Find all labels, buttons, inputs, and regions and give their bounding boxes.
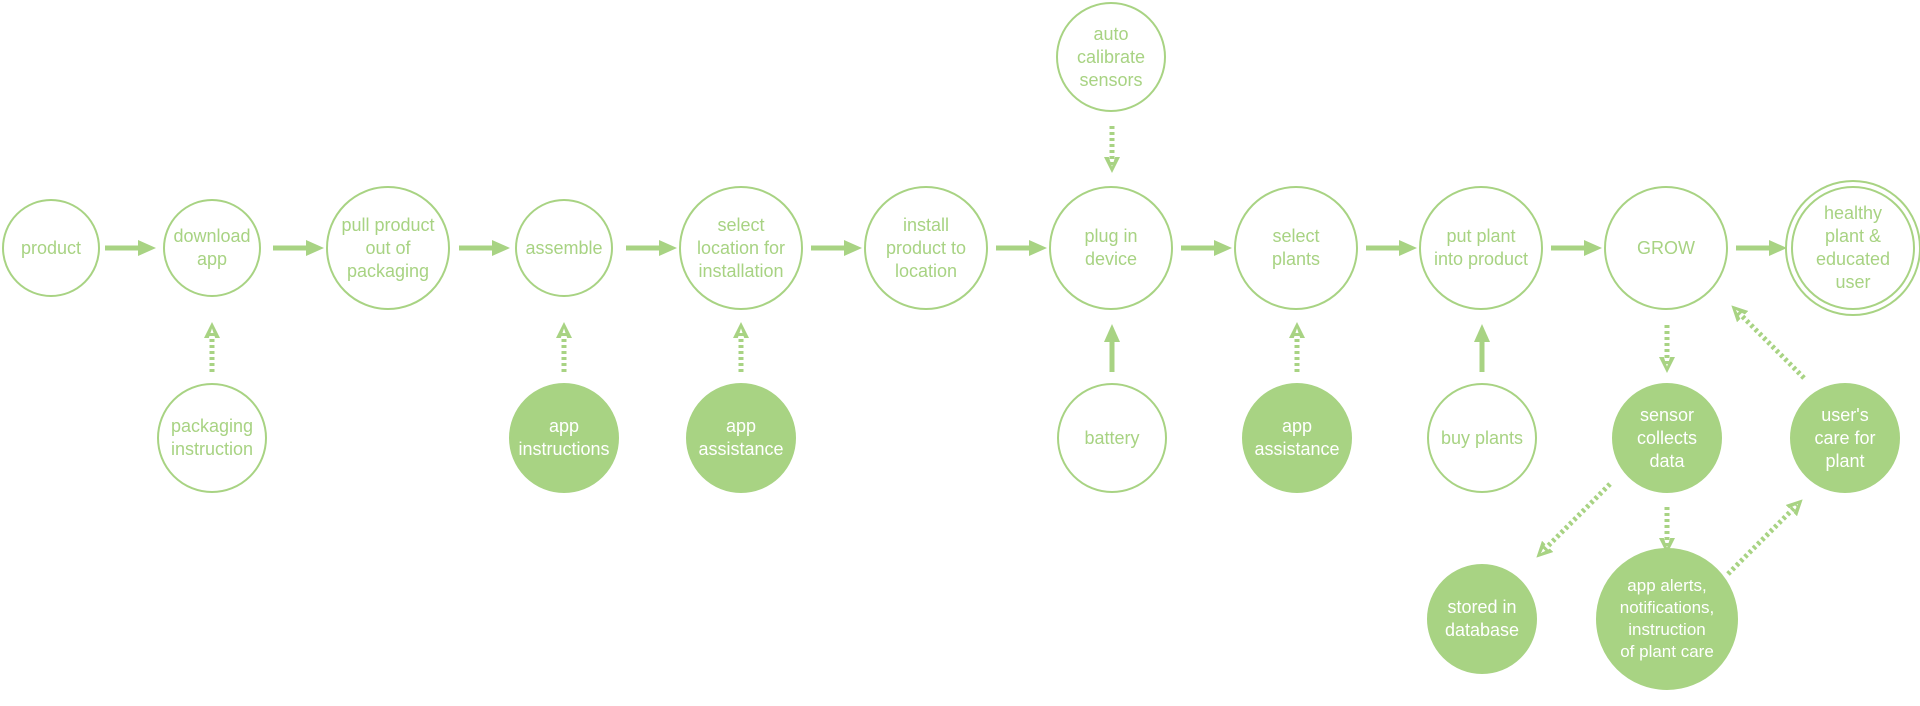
node-plug-in-device: plug in device — [1049, 186, 1173, 310]
node-select-plants: select plants — [1234, 186, 1358, 310]
node-download-app: download app — [163, 199, 261, 297]
node-app-assistance-2: app assistance — [1242, 383, 1352, 493]
node-app-instructions: app instructions — [509, 383, 619, 493]
arrow-alerts-to-users-care — [1726, 499, 1803, 576]
node-packaging-instruction-label: packaging instruction — [170, 416, 254, 459]
node-select-location-label: select location for installation — [696, 214, 786, 281]
node-pull-product-label: pull product out of packaging — [341, 214, 435, 281]
node-buy-plants-label: buy plants — [1440, 427, 1524, 448]
node-packaging-instruction: packaging instruction — [157, 383, 267, 493]
node-auto-calibrate: auto calibrate sensors — [1056, 2, 1166, 112]
node-sensor-collects-data: sensor collects data — [1612, 383, 1722, 493]
arrow-users-care-to-grow — [1731, 305, 1806, 380]
node-app-assistance-2-label: app assistance — [1254, 416, 1340, 459]
node-healthy-plant-label: healthy plant & educated user — [1815, 203, 1891, 292]
node-select-plants-label: select plants — [1271, 226, 1321, 269]
node-plug-in-device-label: plug in device — [1084, 226, 1138, 269]
node-assemble-label: assemble — [525, 237, 603, 258]
node-battery-label: battery — [1084, 427, 1140, 448]
node-grow-label: GROW — [1637, 237, 1695, 258]
node-app-assistance-1: app assistance — [686, 383, 796, 493]
node-battery: battery — [1057, 383, 1167, 493]
node-app-assistance-1-label: app assistance — [698, 416, 784, 459]
node-stored-in-database-label: stored in database — [1444, 597, 1520, 640]
node-install-product-label: install product to location — [885, 214, 967, 281]
node-app-alerts: app alerts, notifications, instruction o… — [1596, 548, 1738, 690]
node-pull-product: pull product out of packaging — [326, 186, 450, 310]
node-users-care-label: user's care for plant — [1814, 404, 1876, 471]
node-put-plant: put plant into product — [1419, 186, 1543, 310]
node-sensor-collects-data-label: sensor collects data — [1636, 404, 1698, 471]
node-auto-calibrate-label: auto calibrate sensors — [1076, 23, 1146, 90]
node-product-label: product — [20, 237, 82, 258]
node-healthy-plant: healthy plant & educated user — [1791, 186, 1915, 310]
node-app-alerts-label: app alerts, notifications, instruction o… — [1619, 576, 1715, 661]
node-app-instructions-label: app instructions — [518, 416, 610, 459]
arrow-sensor-to-database — [1536, 482, 1612, 558]
node-users-care: user's care for plant — [1790, 383, 1900, 493]
node-install-product: install product to location — [864, 186, 988, 310]
node-grow: GROW — [1604, 186, 1728, 310]
node-product: product — [2, 199, 100, 297]
node-put-plant-label: put plant into product — [1433, 226, 1529, 269]
node-assemble: assemble — [515, 199, 613, 297]
node-select-location: select location for installation — [679, 186, 803, 310]
node-buy-plants: buy plants — [1427, 383, 1537, 493]
node-stored-in-database: stored in database — [1427, 564, 1537, 674]
node-download-app-label: download app — [173, 226, 251, 269]
